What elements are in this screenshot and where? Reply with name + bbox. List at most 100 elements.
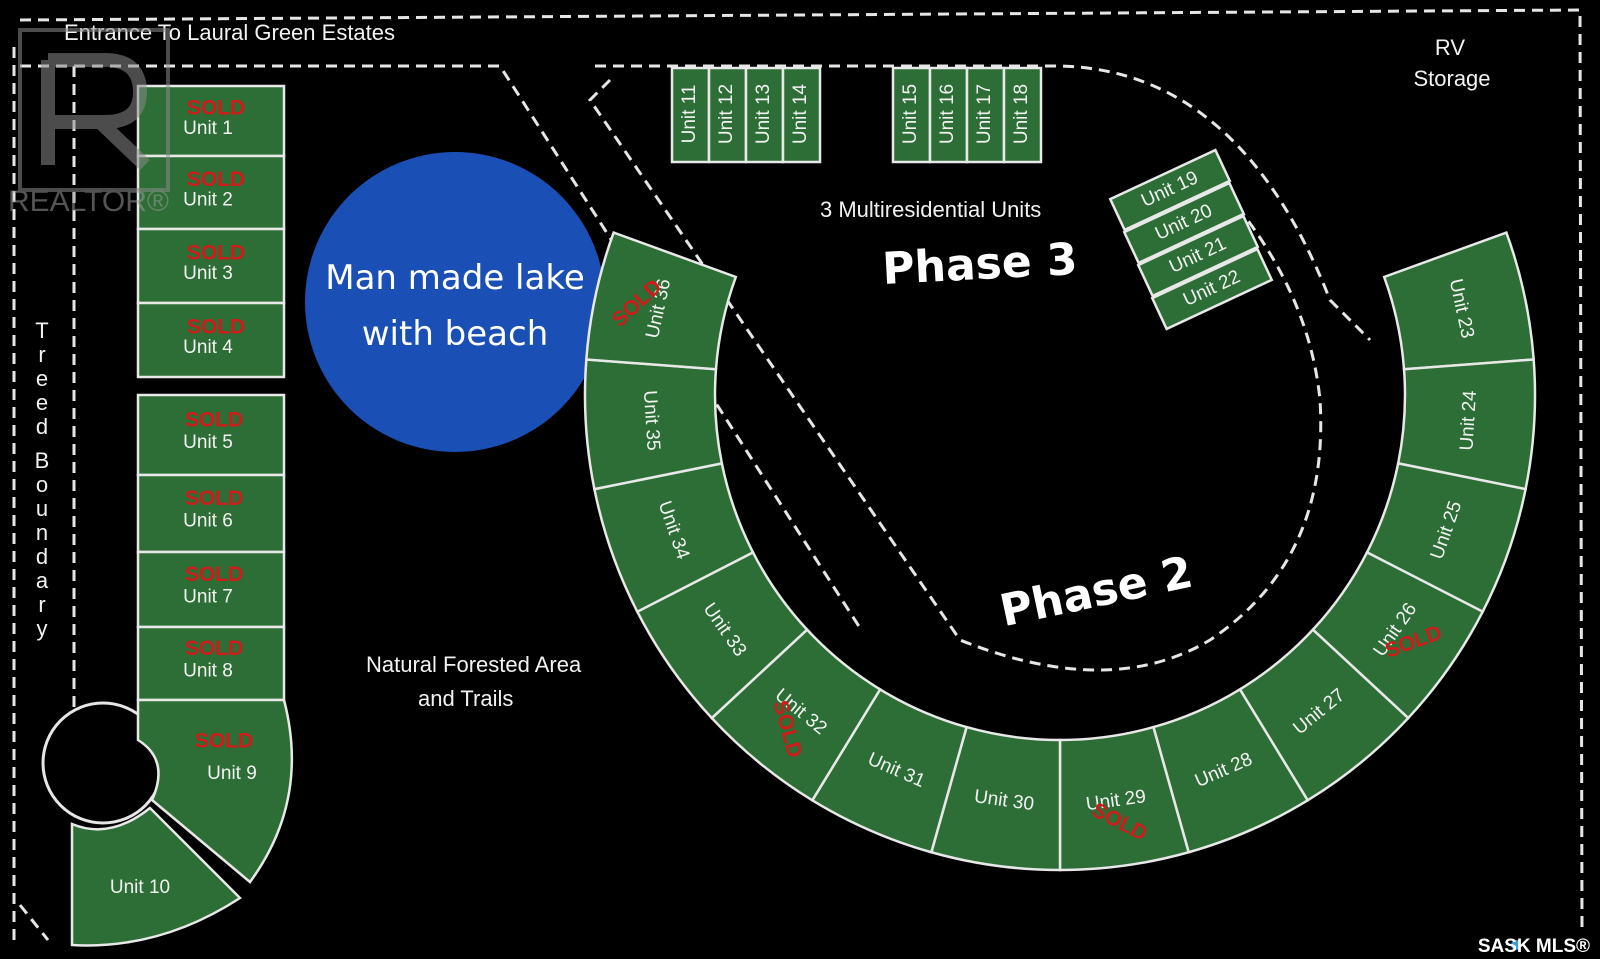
- unit-6-label: Unit 6: [183, 511, 233, 532]
- treed-boundary-letter: a: [36, 568, 49, 593]
- unit-14-lot[interactable]: Unit 14: [781, 66, 822, 164]
- unit-10-lot[interactable]: Unit 10: [70, 806, 242, 947]
- unit-22-shape: [1150, 247, 1274, 331]
- unit-24-label: Unit 24: [1456, 389, 1481, 451]
- treed-boundary-letter: e: [36, 366, 48, 391]
- treed-boundary-letter: B: [35, 448, 50, 473]
- entrance-label: Entrance To Laural Green Estates: [64, 20, 395, 45]
- unit-4-shape: [136, 301, 286, 379]
- treed-boundary-letter: d: [36, 544, 48, 569]
- treed-boundary-letter: r: [38, 592, 45, 617]
- unit-11-label: Unit 11: [679, 85, 700, 144]
- phase3-label: Phase 3: [881, 234, 1079, 295]
- multiresidential-label: 3 Multiresidential Units: [820, 197, 1041, 222]
- realtor-text: REALTOR®: [8, 185, 169, 218]
- unit-16-label: Unit 16: [937, 84, 958, 144]
- treed-boundary-letter: e: [36, 390, 48, 415]
- unit-10-shape: [70, 806, 242, 947]
- unit-13-label: Unit 13: [753, 84, 774, 144]
- unit-21-shape: [1136, 214, 1260, 298]
- forest-label-line2: and Trails: [418, 686, 513, 711]
- unit-12-shape: [707, 66, 748, 164]
- unit-8-shape: [136, 625, 286, 702]
- unit-13-lot[interactable]: Unit 13: [744, 66, 785, 164]
- treed-boundary-letter: d: [36, 414, 48, 439]
- unit-36-shape: [584, 230, 738, 371]
- unit-23-lot[interactable]: Unit 23: [1382, 230, 1536, 371]
- unit-14-shape: [781, 66, 822, 164]
- unit-8-label: Unit 8: [183, 661, 233, 682]
- unit-15-lot[interactable]: Unit 15: [891, 66, 932, 164]
- unit-9-lot[interactable]: Unit 9 SOLD: [136, 698, 294, 884]
- unit-11-lot[interactable]: Unit 11: [670, 66, 711, 164]
- phase3-road-outer: [595, 64, 1372, 342]
- realtor-watermark: REALTOR®: [8, 28, 170, 218]
- unit-20-shape: [1122, 181, 1246, 265]
- unit-16-lot[interactable]: Unit 16: [928, 66, 969, 164]
- unit-4-sold-badge: SOLD: [187, 316, 245, 339]
- realtor-logo-icon: [18, 28, 170, 192]
- treed-boundary-letter: r: [38, 342, 45, 367]
- unit-30-lot[interactable]: Unit 30: [929, 725, 1062, 872]
- unit-35-label: Unit 35: [639, 390, 664, 451]
- treed-boundary-letter: n: [36, 520, 48, 545]
- unit-8-sold-badge: SOLD: [185, 637, 243, 660]
- unit-18-label: Unit 18: [1011, 84, 1032, 144]
- phase3-road-inner: [588, 78, 1323, 672]
- unit-5-label: Unit 5: [183, 432, 233, 453]
- treed-boundary-letter: y: [37, 616, 48, 641]
- treed-boundary-letter: u: [36, 496, 48, 521]
- unit-14-label: Unit 14: [790, 83, 811, 144]
- unit-4-label: Unit 4: [183, 337, 233, 358]
- unit-24-lot[interactable]: Unit 24: [1396, 358, 1537, 491]
- unit-17-lot[interactable]: Unit 17: [965, 66, 1006, 164]
- realtor-r-icon: [41, 53, 150, 171]
- unit-31-lot[interactable]: Unit 31: [810, 687, 969, 854]
- unit-9-shape: [136, 698, 294, 884]
- unit-18-shape: [1002, 66, 1043, 164]
- unit-12-label: Unit 12: [716, 84, 737, 144]
- unit-3-label: Unit 3: [183, 263, 233, 284]
- unit-5-sold-badge: SOLD: [185, 409, 243, 432]
- treed-boundary-letter: o: [36, 472, 48, 497]
- unit-16-shape: [928, 66, 969, 164]
- unit-2-sold-badge: SOLD: [187, 168, 245, 191]
- unit-19-shape: [1108, 148, 1232, 232]
- unit-18-lot[interactable]: Unit 18: [1002, 66, 1043, 164]
- unit-2-label: Unit 2: [183, 190, 233, 211]
- unit-12-lot[interactable]: Unit 12: [707, 66, 748, 164]
- entrance-road: [20, 64, 862, 629]
- unit-17-label: Unit 17: [974, 84, 995, 144]
- unit-9-label: Unit 9: [207, 763, 257, 784]
- unit-10-label: Unit 10: [110, 877, 170, 898]
- rv-storage-label-line2: Storage: [1413, 66, 1490, 91]
- unit-1-sold-badge: SOLD: [187, 97, 245, 120]
- unit-35-lot[interactable]: Unit 35: [583, 358, 724, 491]
- unit-9-sold-badge: SOLD: [195, 730, 253, 753]
- rv-storage-label-line1: RV: [1435, 35, 1465, 60]
- lake-label-line2: with beach: [362, 314, 549, 354]
- unit-17-shape: [965, 66, 1006, 164]
- unit-7-sold-badge: SOLD: [185, 563, 243, 586]
- mls-pin-icon: [1511, 940, 1521, 950]
- property-boundary: [12, 8, 1584, 940]
- unit-1-label: Unit 1: [183, 118, 233, 139]
- unit-6-sold-badge: SOLD: [185, 487, 243, 510]
- forest-label-line1: Natural Forested Area: [366, 652, 582, 677]
- unit-3-shape: [136, 227, 286, 305]
- corner-diagonal: [18, 904, 50, 941]
